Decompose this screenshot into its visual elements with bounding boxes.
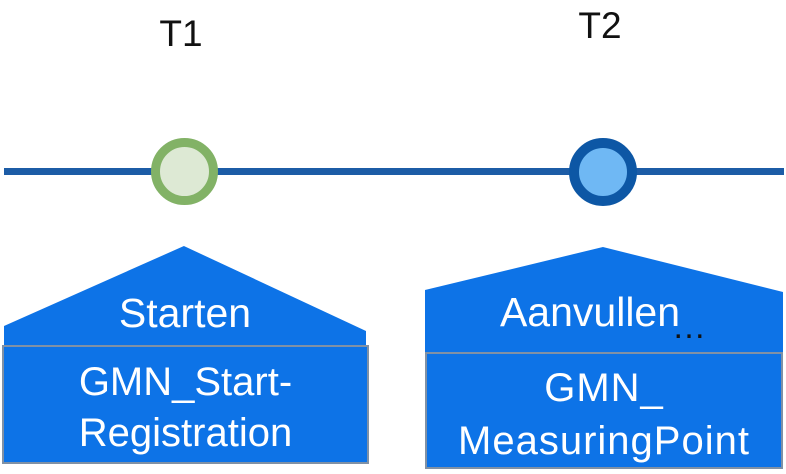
- timeline-marker-t1-circle: [151, 138, 218, 205]
- ellipsis-text: …: [672, 308, 709, 346]
- callout-starten-roof: Starten: [4, 246, 366, 346]
- entity-name-line: MeasuringPoint: [458, 419, 750, 463]
- timeline-label-t1: T1: [159, 13, 203, 54]
- timeline-line: [4, 168, 784, 175]
- callout-aanvullen-roof: Aanvullen: [425, 247, 783, 353]
- callout-aanvullen-entity-box: GMN_ MeasuringPoint: [425, 352, 783, 469]
- callout-starten-entity-box: GMN_Start- Registration: [2, 345, 369, 464]
- entity-name-line: GMN_: [544, 366, 664, 410]
- entity-name-line: GMN_Start-: [78, 360, 293, 404]
- entity-name-line: Registration: [78, 411, 293, 455]
- callout-aanvullen-action-label: Aanvullen: [499, 289, 681, 335]
- timeline-marker-t2-circle: [569, 138, 637, 206]
- callout-starten-action-label: Starten: [118, 290, 252, 336]
- timeline-label-t2: T2: [578, 5, 622, 46]
